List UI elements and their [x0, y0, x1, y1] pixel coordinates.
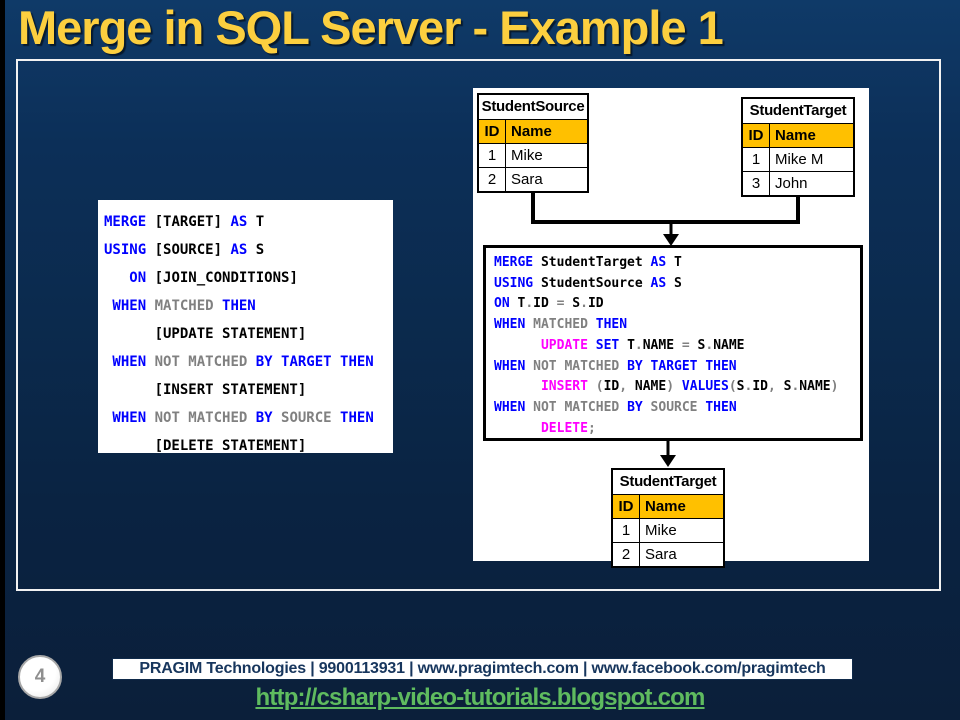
table-header-row: ID Name [743, 124, 853, 148]
slide-title: Merge in SQL Server - Example 1 [18, 1, 724, 54]
blog-link-container: http://csharp-video-tutorials.blogspot.c… [0, 684, 960, 712]
cell-name: John [775, 175, 808, 192]
table-row: 2 Sara [479, 168, 587, 191]
cell-id: 1 [613, 519, 640, 542]
table-header-row: ID Name [479, 120, 587, 144]
column-header-name: Name [775, 127, 816, 144]
cell-name: Mike [645, 522, 677, 539]
table-row: 3 John [743, 172, 853, 195]
table-row: 1 Mike M [743, 148, 853, 172]
table-title: StudentTarget [743, 99, 853, 124]
cell-id: 2 [479, 168, 506, 191]
student-target-before-table: StudentTarget ID Name 1 Mike M 3 John [741, 97, 855, 197]
cell-id: 1 [743, 148, 770, 171]
content-border-box [16, 59, 941, 591]
slide-left-frame [0, 0, 5, 720]
cell-id: 1 [479, 144, 506, 167]
column-header-id: ID [743, 124, 770, 147]
table-title: StudentTarget [613, 470, 723, 495]
table-row: 2 Sara [613, 543, 723, 566]
cell-id: 3 [743, 172, 770, 195]
table-row: 1 Mike [613, 519, 723, 543]
table-title: StudentSource [479, 95, 587, 120]
student-target-after-table: StudentTarget ID Name 1 Mike 2 Sara [611, 468, 725, 568]
table-row: 1 Mike [479, 144, 587, 168]
column-header-id: ID [613, 495, 640, 518]
page-number: 4 [34, 666, 46, 687]
pragim-banner: PRAGIM Technologies | 9900113931 | www.p… [112, 658, 853, 680]
table-header-row: ID Name [613, 495, 723, 519]
cell-name: Mike [511, 147, 543, 164]
page-number-badge: 4 [18, 655, 62, 699]
cell-name: Mike M [775, 151, 824, 168]
cell-name: Sara [511, 171, 543, 188]
cell-name: Sara [645, 546, 677, 563]
merge-diagram-panel: StudentSource ID Name 1 Mike 2 Sara Stud… [473, 88, 869, 568]
cell-id: 2 [613, 543, 640, 566]
column-header-name: Name [511, 123, 552, 140]
column-header-name: Name [645, 498, 686, 515]
column-header-id: ID [479, 120, 506, 143]
blog-url-link[interactable]: http://csharp-video-tutorials.blogspot.c… [255, 684, 705, 711]
student-source-table: StudentSource ID Name 1 Mike 2 Sara [477, 93, 589, 193]
